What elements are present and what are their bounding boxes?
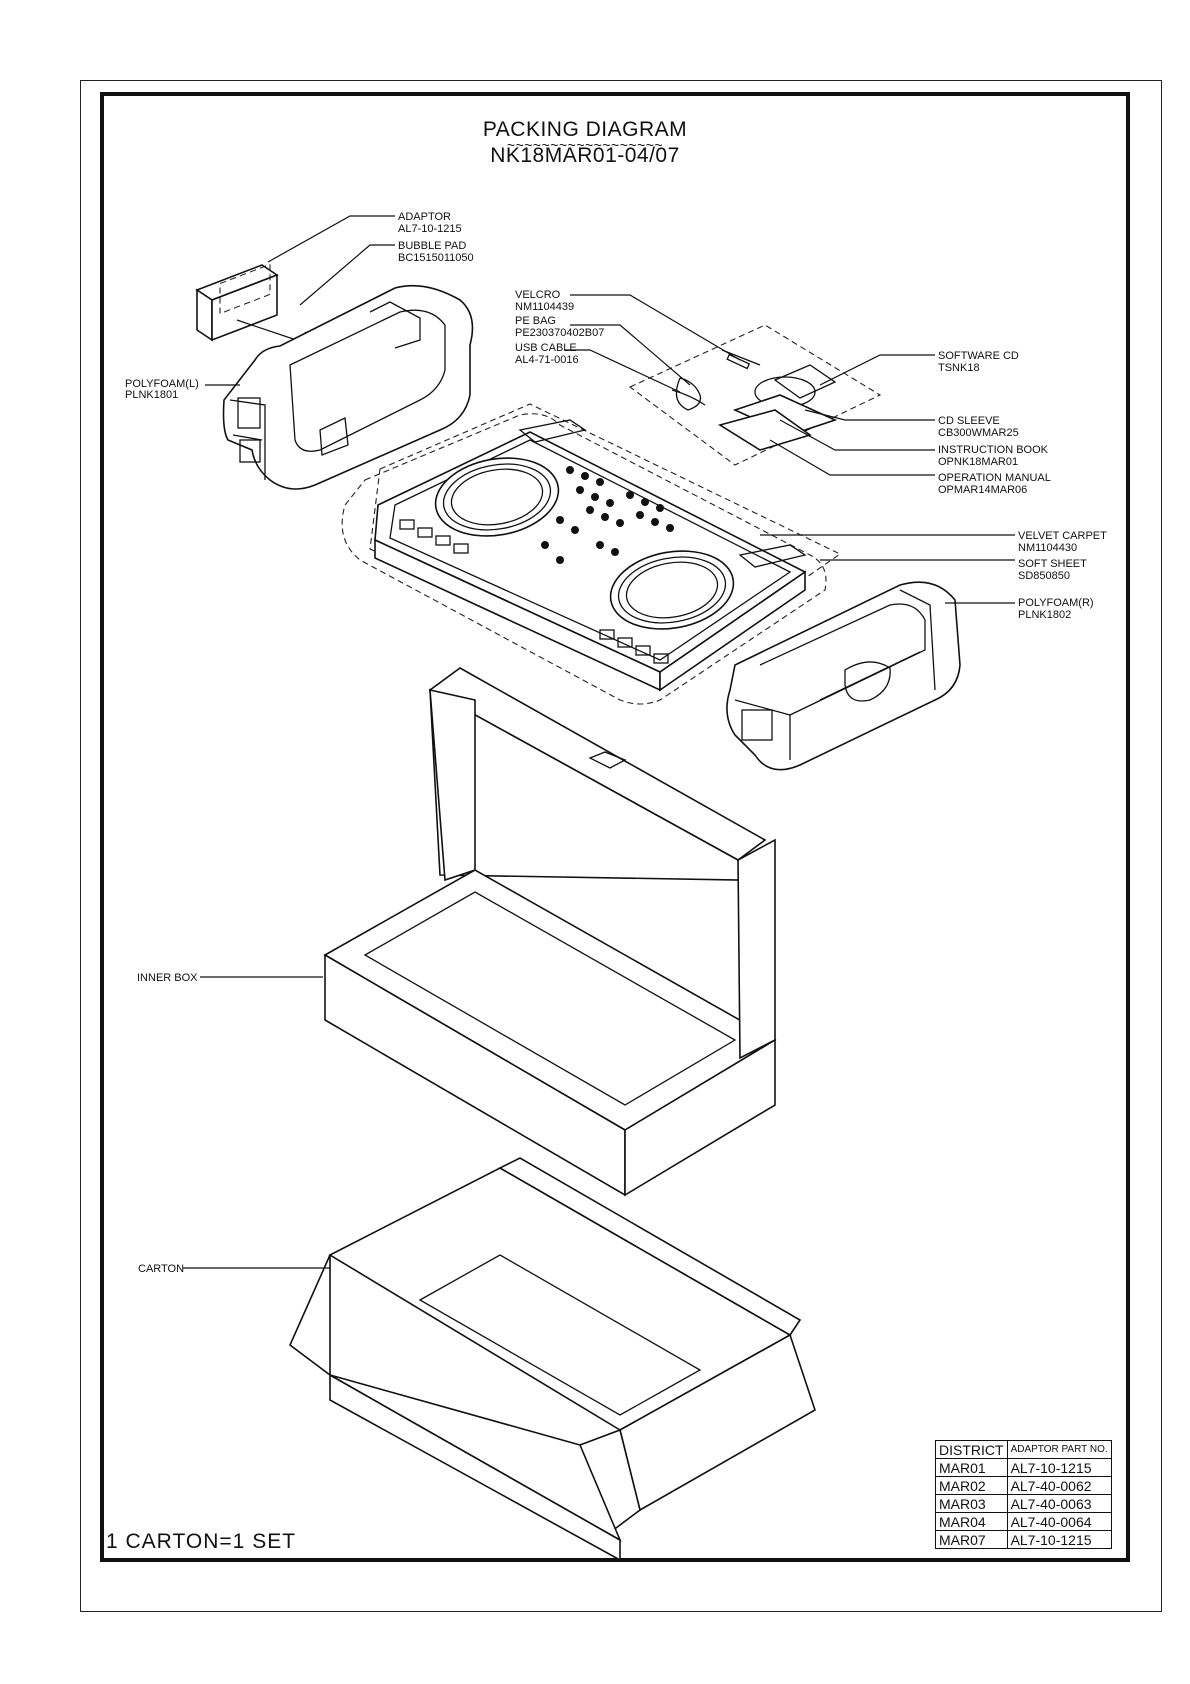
table-header-district: DISTRICT: [935, 1440, 1008, 1459]
dj-controller-drawing: [341, 403, 842, 705]
label-usb-cable-no: AL4-71-0016: [515, 354, 579, 366]
label-cd-sleeve: CD SLEEVE: [938, 415, 1000, 427]
label-bubble-pad-no: BC1515011050: [398, 252, 474, 264]
label-soft-sheet-no: SD850850: [1018, 570, 1070, 582]
label-operation-manual-no: OPMAR14MAR06: [938, 484, 1027, 496]
label-velcro-no: NM1104439: [515, 301, 574, 313]
table-cell-part: AL7-40-0062: [1006, 1476, 1112, 1495]
table-cell-district: MAR03: [935, 1494, 1008, 1513]
label-instruction-book: INSTRUCTION BOOK: [938, 444, 1049, 456]
table-cell-part: AL7-10-1215: [1006, 1530, 1112, 1549]
table-row: MAR02 AL7-40-0062: [935, 1476, 1112, 1495]
table-cell-part: AL7-10-1215: [1006, 1458, 1112, 1477]
label-usb-cable: USB CABLE: [515, 342, 577, 354]
label-polyfoam-l: POLYFOAM(L): [125, 378, 199, 390]
label-velvet-carpet-no: NM1104430: [1018, 542, 1077, 554]
label-software-cd: SOFTWARE CD: [938, 350, 1019, 362]
table-row: MAR07 AL7-10-1215: [935, 1530, 1112, 1549]
label-pe-bag: PE BAG: [515, 315, 556, 327]
part-labels: ADAPTOR AL7-10-1215 BUBBLE PAD BC1515011…: [125, 211, 1107, 1275]
table-row: MAR01 AL7-10-1215: [935, 1458, 1112, 1477]
label-bubble-pad: BUBBLE PAD: [398, 240, 466, 252]
table-cell-district: MAR01: [935, 1458, 1008, 1477]
label-velvet-carpet: VELVET CARPET: [1018, 530, 1107, 542]
label-software-cd-no: TSNK18: [938, 362, 980, 374]
table-cell-district: MAR07: [935, 1530, 1008, 1549]
label-polyfoam-r: POLYFOAM(R): [1018, 597, 1094, 609]
label-adaptor: ADAPTOR: [398, 211, 451, 223]
table-cell-district: MAR04: [935, 1512, 1008, 1531]
outer-border: [80, 80, 1162, 1612]
table-cell-part: AL7-40-0064: [1006, 1512, 1112, 1531]
adaptor-drawing: [195, 263, 279, 342]
diagram-subtitle: NK18MAR01-04/07: [490, 144, 680, 167]
table-header-adaptor-part: ADAPTOR PART NO.: [1006, 1440, 1112, 1459]
label-polyfoam-r-no: PLNK1802: [1018, 609, 1071, 621]
inner-box-drawing: [323, 667, 777, 1197]
drawing-frame: [100, 92, 1130, 1562]
table-row: MAR04 AL7-40-0064: [935, 1512, 1112, 1531]
label-operation-manual: OPERATION MANUAL: [938, 472, 1051, 484]
label-instruction-book-no: OPNK18MAR01: [938, 456, 1018, 468]
label-inner-box: INNER BOX: [137, 972, 198, 984]
footer-carton-set: 1 CARTON=1 SET: [106, 1530, 296, 1553]
leader-lines: [183, 215, 1015, 1269]
table-row: MAR03 AL7-40-0063: [935, 1494, 1112, 1513]
label-soft-sheet: SOFT SHEET: [1018, 558, 1087, 570]
table-cell-district: MAR02: [935, 1476, 1008, 1495]
label-pe-bag-no: PE230370402B07: [515, 327, 604, 339]
table-cell-part: AL7-40-0063: [1006, 1494, 1112, 1513]
table-header-row: DISTRICT ADAPTOR PART NO.: [935, 1440, 1112, 1459]
polyfoam-right-drawing: [726, 581, 961, 771]
title-underline: ~~~~~~~~~~~~~~~~~~: [507, 137, 663, 153]
label-velcro: VELCRO: [515, 289, 561, 301]
diagram-title: PACKING DIAGRAM: [483, 118, 687, 141]
carton-drawing: [289, 1157, 816, 1562]
district-table: DISTRICT ADAPTOR PART NO. MAR01 AL7-10-1…: [935, 1440, 1112, 1549]
label-adaptor-no: AL7-10-1215: [398, 223, 462, 235]
label-polyfoam-l-no: PLNK1801: [125, 389, 178, 401]
label-cd-sleeve-no: CB300WMAR25: [938, 427, 1019, 439]
label-carton: CARTON: [138, 1263, 184, 1275]
polyfoam-left-drawing: [222, 284, 474, 490]
accessory-group-drawing: [628, 324, 882, 466]
